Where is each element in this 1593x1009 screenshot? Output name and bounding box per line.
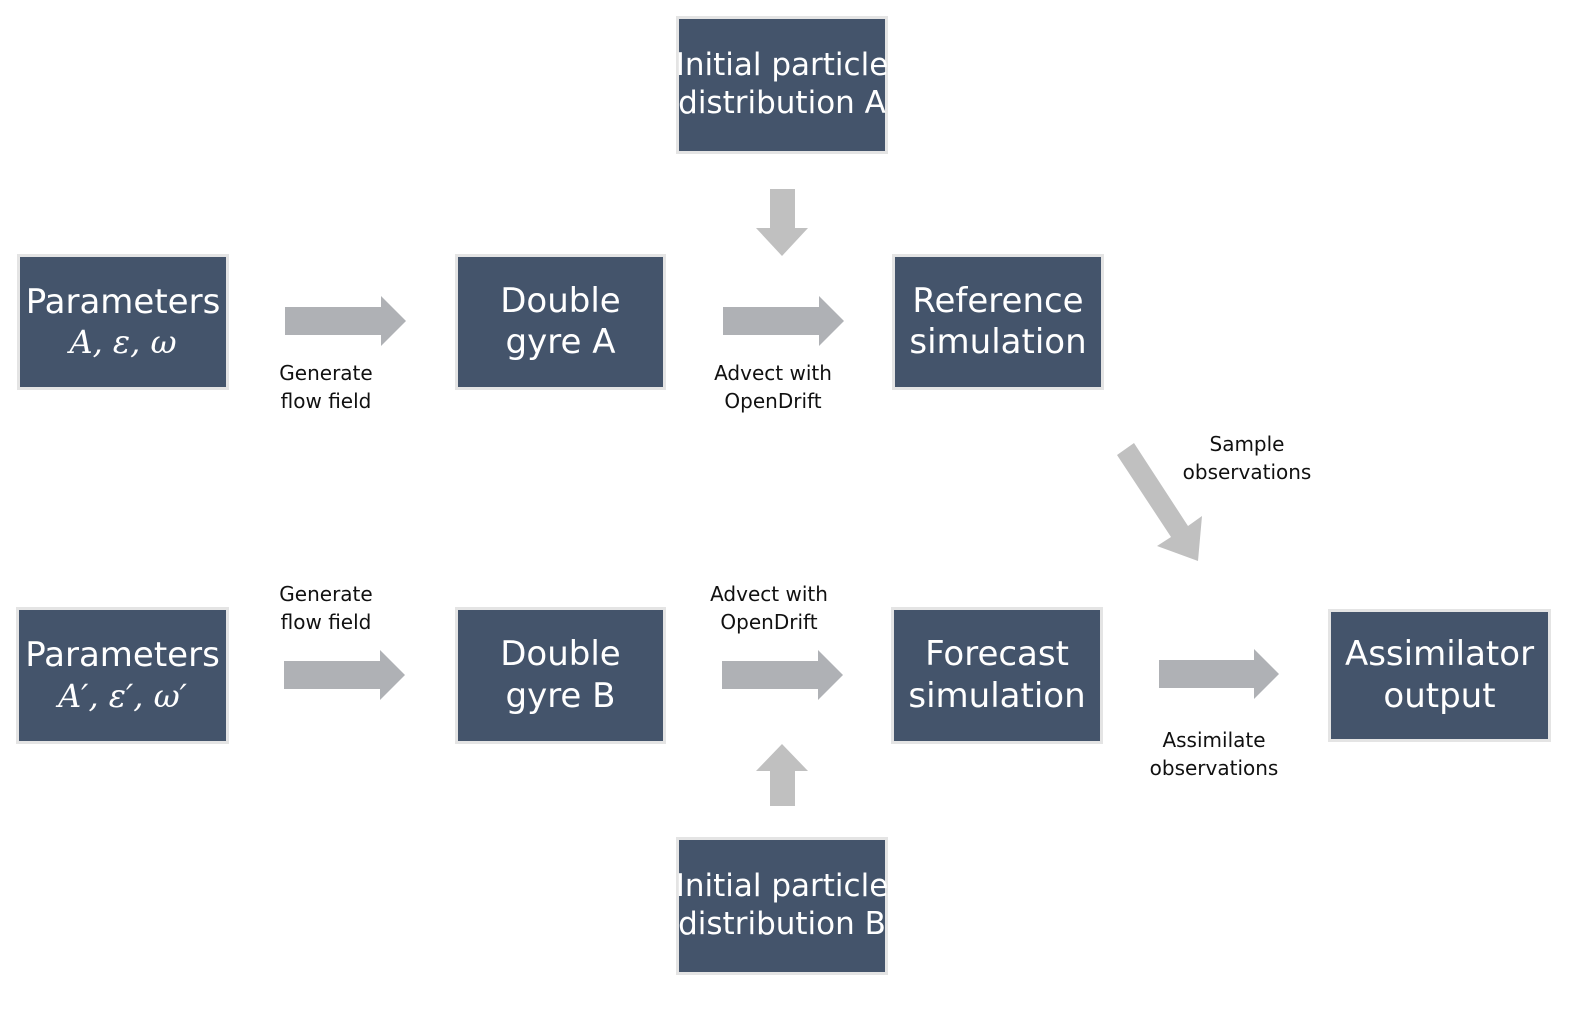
node-double-gyre-b: Double gyre B — [455, 607, 666, 744]
arrow-advect-b — [722, 650, 843, 700]
node-label: Initial particle — [675, 47, 889, 84]
parameter-symbols: A′, ε′, ω′ — [58, 676, 187, 715]
node-initial-distribution-a: Initial particle distribution A — [676, 16, 888, 154]
label-generate-flow-field-a: Generate flow field — [266, 360, 386, 415]
node-label: distribution B — [678, 906, 886, 942]
node-parameters-a: Parameters A, ε, ω — [17, 254, 229, 390]
node-initial-distribution-b: Initial particle distribution B — [676, 837, 888, 975]
label-line: Generate — [279, 361, 373, 385]
label-line: Sample — [1209, 432, 1285, 456]
node-label: output — [1383, 675, 1496, 716]
node-label: Assimilator — [1344, 634, 1535, 675]
node-label: distribution A — [678, 85, 886, 121]
node-double-gyre-a: Double gyre A — [455, 254, 666, 390]
node-forecast-simulation: Forecast simulation — [891, 607, 1103, 744]
node-parameters-b: Parameters A′, ε′, ω′ — [16, 607, 229, 744]
arrow-advect-a — [723, 296, 844, 346]
node-label: Parameters — [25, 635, 220, 676]
arrow-init-a-down — [756, 189, 808, 256]
arrow-generate-flow-field-b — [284, 650, 405, 700]
arrow-generate-flow-field-a — [285, 296, 406, 346]
node-label: Forecast — [925, 634, 1069, 675]
label-line: OpenDrift — [724, 388, 822, 413]
arrow-sample-observations — [1117, 443, 1202, 561]
node-label: Initial particle — [675, 868, 889, 905]
label-line: Generate — [279, 582, 373, 606]
label-line: Advect with — [710, 582, 828, 606]
node-label: Double — [500, 280, 621, 321]
label-assimilate-observations: Assimilate observations — [1144, 727, 1284, 782]
label-line: Advect with — [714, 361, 832, 385]
label-advect-a: Advect with OpenDrift — [703, 360, 843, 415]
label-line: Assimilate — [1162, 728, 1266, 752]
node-label: simulation — [908, 675, 1086, 716]
node-label: Double — [500, 634, 621, 675]
label-advect-b: Advect with OpenDrift — [699, 581, 839, 636]
label-line: flow field — [280, 388, 372, 413]
node-assimilator-output: Assimilator output — [1328, 609, 1551, 742]
arrow-init-b-up — [756, 744, 808, 806]
node-label: gyre A — [505, 322, 616, 362]
node-label: Reference — [912, 280, 1084, 321]
label-line: observations — [1182, 459, 1312, 484]
node-reference-simulation: Reference simulation — [892, 254, 1104, 390]
arrow-assimilate-observations — [1159, 649, 1279, 699]
label-sample-observations: Sample observations — [1177, 431, 1317, 486]
label-line: flow field — [280, 609, 372, 634]
node-label: Parameters — [25, 281, 221, 322]
parameter-symbols: A, ε, ω — [69, 323, 177, 362]
label-line: observations — [1149, 755, 1279, 780]
label-line: OpenDrift — [720, 609, 818, 634]
node-label: simulation — [909, 322, 1087, 362]
label-generate-flow-field-b: Generate flow field — [266, 581, 386, 636]
node-label: gyre B — [505, 675, 616, 716]
